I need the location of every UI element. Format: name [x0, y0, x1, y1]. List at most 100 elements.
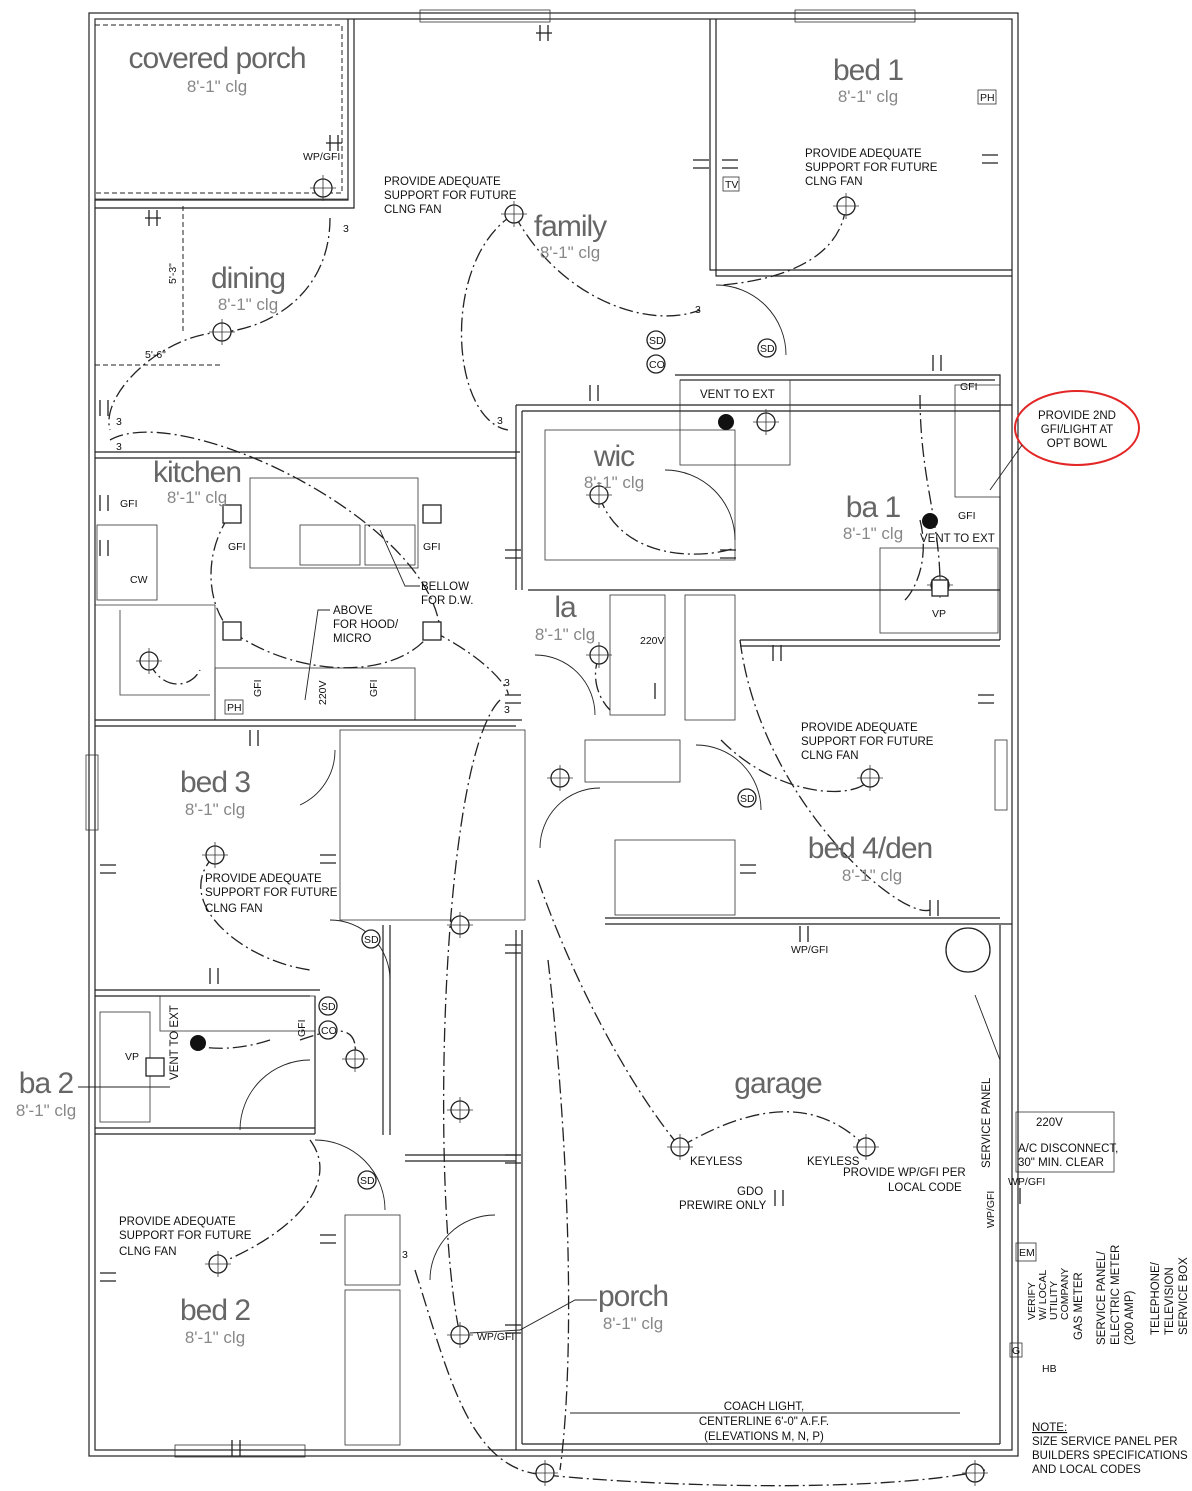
- note-hood-3: MICRO: [333, 633, 371, 645]
- light-fixture: [833, 193, 859, 219]
- note-fan-bed3-2: SUPPORT FOR FUTURE: [205, 887, 338, 899]
- note-fan-bed1-3: CLNG FAN: [805, 176, 863, 188]
- ceiling-lights: [136, 175, 988, 1486]
- label-sd: SD: [321, 1001, 336, 1013]
- label-gfi: GFI: [960, 381, 978, 393]
- wiring: [108, 205, 986, 1487]
- ceiling-bed1: 8'-1" clg: [838, 87, 898, 106]
- ceiling-bed3: 8'-1" clg: [185, 800, 245, 819]
- dimension-5-3: 5'-3": [167, 263, 179, 284]
- outlets: [99, 25, 1021, 1456]
- note-coach-3: (ELEVATIONS M, N, P): [704, 1431, 824, 1443]
- label-gfi: GFI: [958, 510, 976, 522]
- note-line-3: AND LOCAL CODES: [1032, 1464, 1141, 1476]
- light-fixture: [532, 1460, 558, 1486]
- label-wpgfi: WP/GFI: [985, 1191, 997, 1228]
- ceiling-covered-porch: 8'-1" clg: [187, 77, 247, 96]
- note-service-panel: SERVICE PANEL: [981, 1077, 993, 1168]
- note-verify-2: W/ LOCAL: [1037, 1270, 1049, 1320]
- note-fan-bed3-3: CLNG FAN: [205, 903, 263, 915]
- light-fixture: [209, 319, 235, 345]
- note-fan-bed4-1: PROVIDE ADEQUATE: [801, 722, 918, 734]
- light-fixture: [501, 201, 527, 227]
- light-fixture: [447, 1322, 473, 1348]
- room-name-ba1: ba 1: [846, 491, 901, 524]
- label-vp: VP: [932, 608, 946, 620]
- note-keyless-1: KEYLESS: [690, 1156, 743, 1168]
- ceiling-dining: 8'-1" clg: [218, 295, 278, 314]
- label-gfi: GFI: [368, 680, 380, 698]
- doors: [239, 284, 1001, 1281]
- label-vp: VP: [125, 1051, 139, 1063]
- exhaust-fan-icons: [190, 414, 991, 1051]
- ceiling-wic: 8'-1" clg: [584, 473, 644, 492]
- note-gdo-1: GDO: [737, 1186, 763, 1198]
- label-sd: SD: [364, 934, 379, 946]
- light-fixture: [857, 765, 883, 791]
- light-fixture: [586, 482, 612, 508]
- label-tv: TV: [725, 179, 738, 191]
- note-fan-bed1-2: SUPPORT FOR FUTURE: [805, 162, 938, 174]
- label-hb: HB: [1042, 1363, 1057, 1375]
- label-three: 3: [504, 677, 510, 689]
- label-gfi: GFI: [228, 541, 246, 553]
- room-name-bed4-den: bed 4/den: [808, 832, 932, 865]
- note-keyless-2: KEYLESS: [807, 1156, 860, 1168]
- light-fixture: [547, 765, 573, 791]
- label-sd: SD: [649, 335, 664, 347]
- label-wpgfi: WP/GFI: [477, 1331, 514, 1343]
- note-telephone-2: TELEVISION: [1164, 1267, 1176, 1335]
- label-gfi: GFI: [252, 680, 264, 698]
- room-name-bed2: bed 2: [180, 1294, 250, 1327]
- room-name-kitchen: kitchen: [153, 456, 241, 489]
- note-verify-3: UTILITY: [1048, 1281, 1060, 1320]
- room-name-covered-porch: covered porch: [128, 42, 305, 75]
- label-cw: CW: [130, 574, 148, 586]
- label-three: 3: [497, 415, 503, 427]
- note-hood-1: ABOVE: [333, 605, 373, 617]
- label-co: CO: [649, 359, 665, 371]
- label-wpgfi: WP/GFI: [791, 944, 828, 956]
- room-name-la: la: [554, 591, 577, 624]
- label-sd: SD: [760, 343, 775, 355]
- note-gdo-2: PREWIRE ONLY: [679, 1200, 767, 1212]
- note-ac-3: 30" MIN. CLEAR: [1018, 1157, 1104, 1169]
- ceiling-ba1: 8'-1" clg: [843, 524, 903, 543]
- label-gfi: GFI: [423, 541, 441, 553]
- note-telephone-1: TELEPHONE/: [1150, 1261, 1162, 1335]
- label-co: CO: [321, 1025, 337, 1037]
- label-g: G: [1012, 1345, 1020, 1357]
- light-fixture: [447, 1097, 473, 1123]
- room-name-bed1: bed 1: [833, 54, 903, 87]
- note-fan-family-3: CLNG FAN: [384, 204, 442, 216]
- note-wp-2: LOCAL CODE: [888, 1182, 962, 1194]
- callout-line-3: OPT BOWL: [1047, 438, 1108, 450]
- label-three: 3: [504, 704, 510, 716]
- light-fixture: [586, 642, 612, 668]
- light-fixture: [202, 842, 228, 868]
- note-gas-meter: GAS METER: [1073, 1272, 1085, 1340]
- callout-bubble: [1014, 390, 1140, 466]
- note-line-1: SIZE SERVICE PANEL PER: [1032, 1436, 1178, 1448]
- note-hood-2: FOR HOOD/: [333, 619, 399, 631]
- label-220v: 220V: [640, 635, 665, 647]
- light-fixture: [853, 1134, 879, 1160]
- note-fan-bed2-3: CLNG FAN: [119, 1246, 177, 1258]
- label-sd: SD: [740, 793, 755, 805]
- note-fan-bed4-2: SUPPORT FOR FUTURE: [801, 736, 934, 748]
- note-coach-1: COACH LIGHT,: [724, 1401, 805, 1413]
- label-three: 3: [116, 416, 122, 428]
- note-wp-1: PROVIDE WP/GFI PER: [843, 1167, 966, 1179]
- light-fixture: [447, 912, 473, 938]
- note-verify-4: COMPANY: [1059, 1268, 1071, 1320]
- light-fixture: [753, 409, 779, 435]
- room-name-dining: dining: [211, 262, 285, 295]
- label-wpgfi: WP/GFI: [1008, 1176, 1045, 1188]
- note-verify-1: VERIFY: [1026, 1282, 1038, 1320]
- ceiling-la: 8'-1" clg: [535, 625, 595, 644]
- note-fan-family-1: PROVIDE ADEQUATE: [384, 176, 501, 188]
- walls: [85, 9, 1019, 1458]
- label-wpgfi: WP/GFI: [303, 151, 340, 163]
- note-service-electric-3: (200 AMP): [1124, 1291, 1136, 1345]
